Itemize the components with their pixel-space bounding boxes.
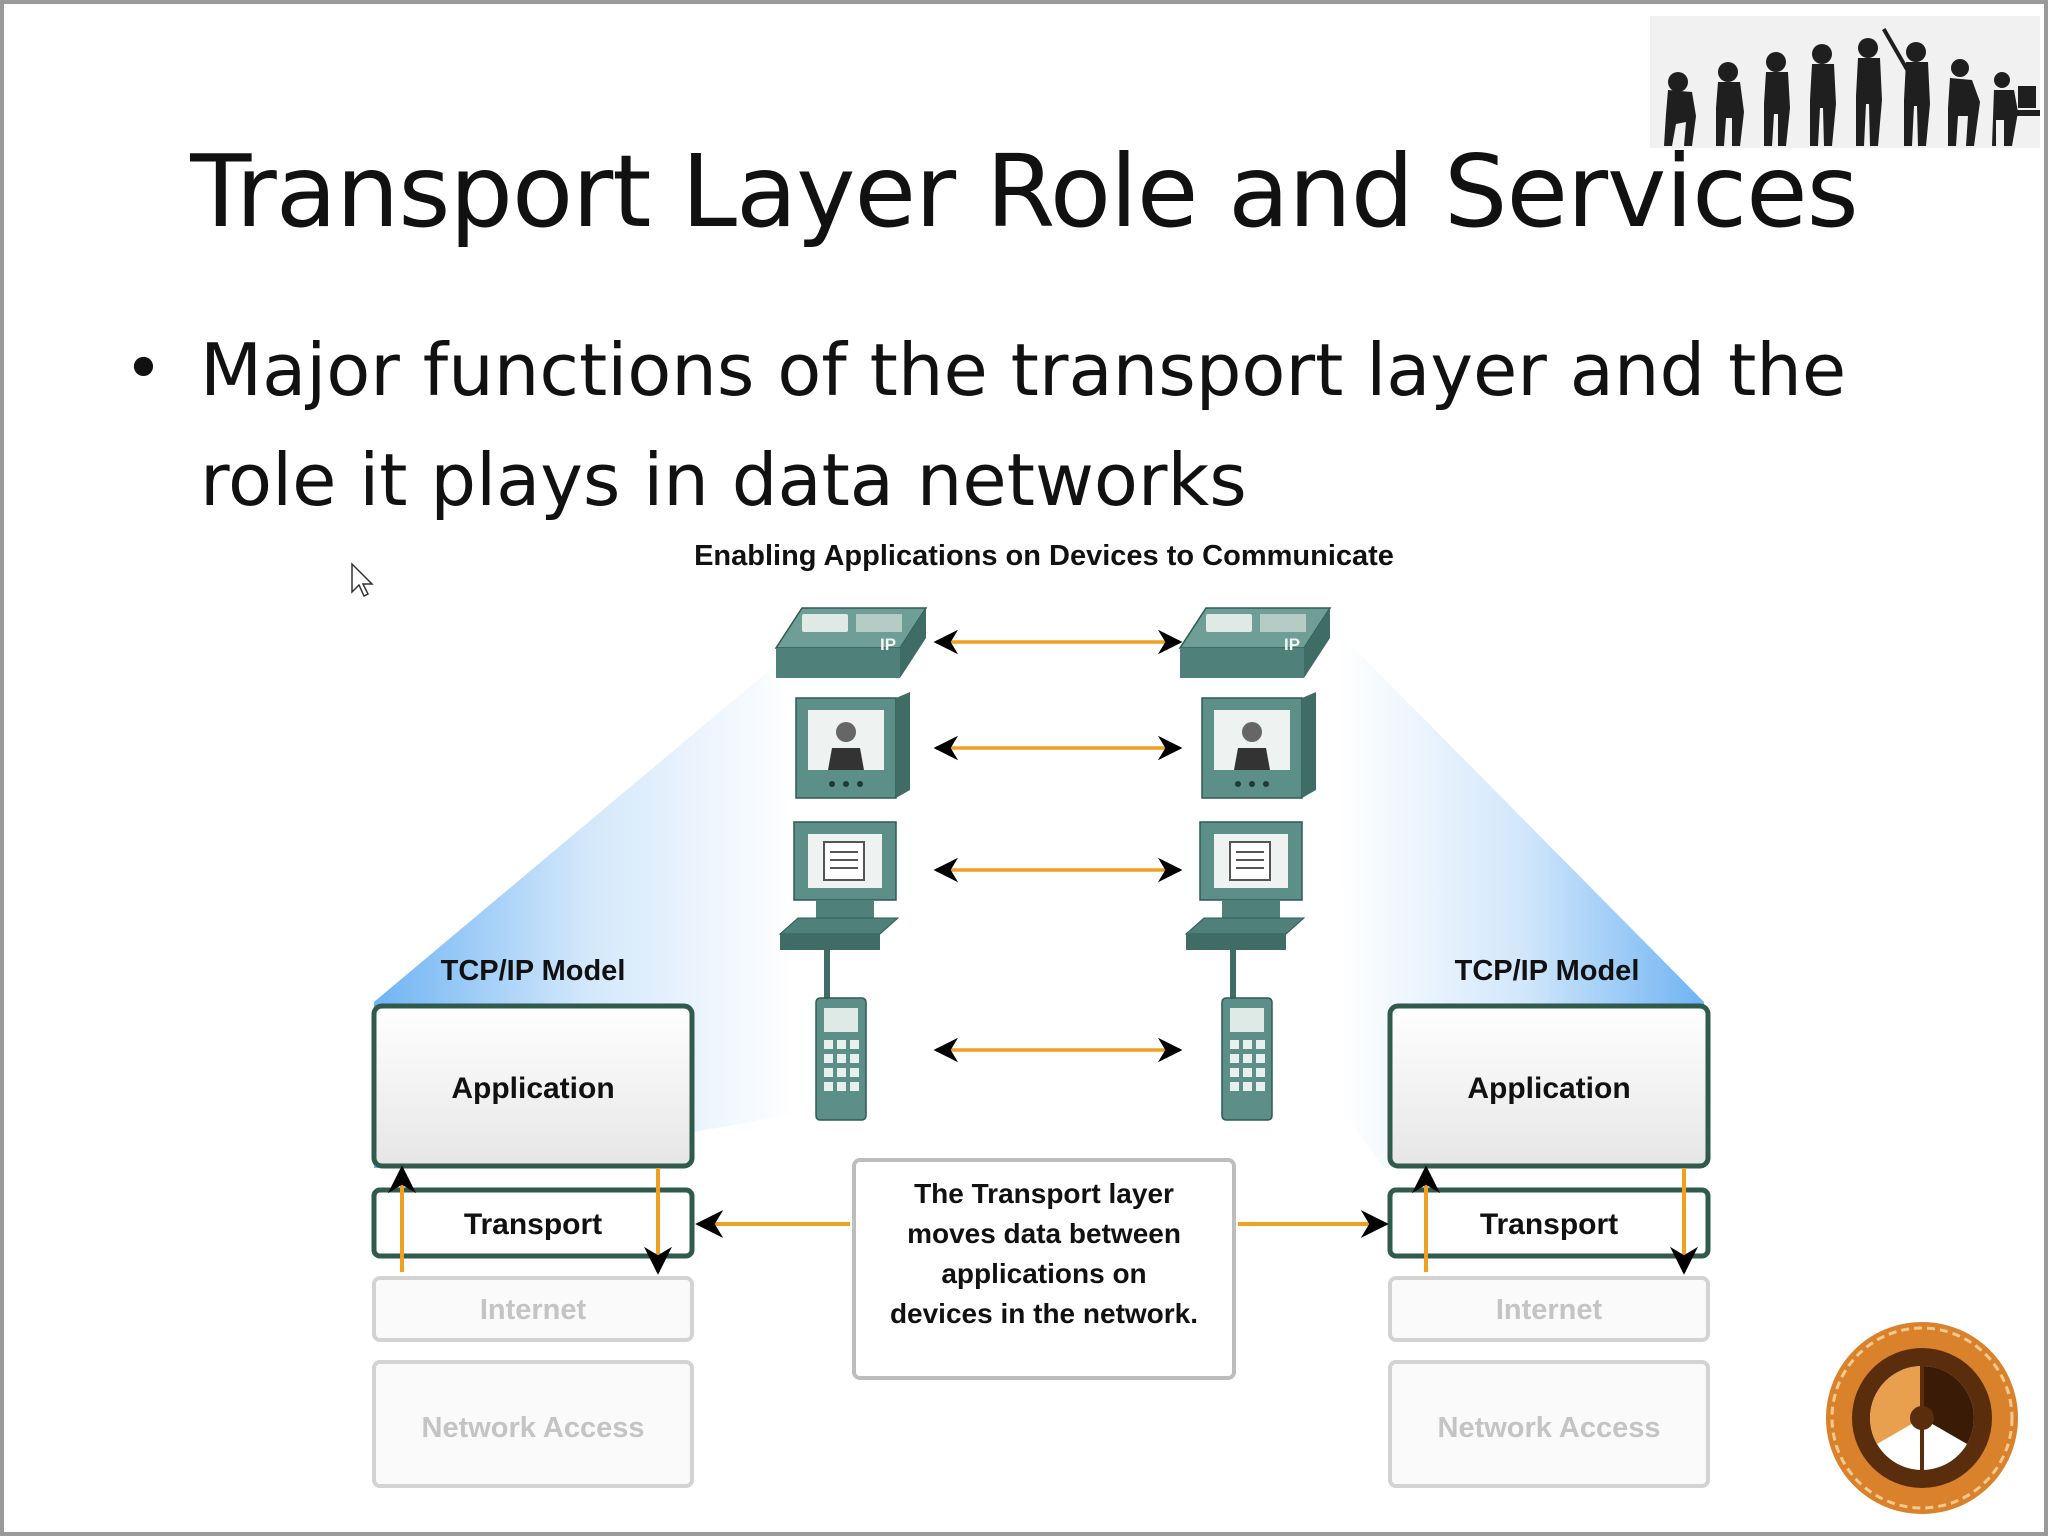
note-line: applications on bbox=[941, 1258, 1146, 1289]
video-terminal-icon-right bbox=[1201, 692, 1316, 799]
mobile-phone-icon-left bbox=[815, 948, 867, 1121]
computer-icon-left bbox=[778, 821, 900, 950]
bullet-icon: • bbox=[124, 330, 163, 407]
slide-title: Transport Layer Role and Services bbox=[190, 133, 1859, 250]
left-application-layer: Application bbox=[371, 1003, 695, 1169]
layer-label: Application bbox=[1467, 1072, 1630, 1105]
ip-label: IP bbox=[1284, 635, 1300, 654]
video-terminal-icon-left bbox=[795, 692, 910, 799]
evolution-logo-icon bbox=[1650, 16, 2040, 148]
bullet-text: Major functions of the transport layer a… bbox=[200, 328, 1847, 522]
right-application-layer: Application bbox=[1387, 1003, 1711, 1169]
note-line: moves data between bbox=[907, 1218, 1181, 1249]
left-transport-layer: Transport bbox=[371, 1187, 695, 1259]
note-line: The Transport layer bbox=[914, 1178, 1174, 1209]
transport-note-box: The Transport layer moves data between a… bbox=[852, 1158, 1236, 1380]
layer-label: Internet bbox=[1496, 1294, 1603, 1326]
left-model-heading: TCP/IP Model bbox=[441, 955, 626, 987]
mobile-phone-icon-right bbox=[1221, 948, 1273, 1121]
computer-icon-right bbox=[1184, 821, 1306, 950]
layer-label: Application bbox=[451, 1072, 614, 1105]
tcp-ip-diagram: Enabling Applications on Devices to Comm… bbox=[351, 540, 1711, 1488]
right-transport-layer: Transport bbox=[1387, 1187, 1711, 1259]
right-network-access-layer: Network Access bbox=[1388, 1360, 1710, 1488]
left-internet-layer: Internet bbox=[372, 1276, 694, 1342]
layer-label: Network Access bbox=[1438, 1412, 1661, 1444]
right-internet-layer: Internet bbox=[1388, 1276, 1710, 1342]
ip-phone-icon-left: IP bbox=[774, 607, 928, 678]
diagram-caption: Enabling Applications on Devices to Comm… bbox=[694, 540, 1394, 572]
layer-label: Internet bbox=[480, 1294, 587, 1326]
mouse-cursor-icon bbox=[351, 562, 374, 598]
left-network-access-layer: Network Access bbox=[372, 1360, 694, 1488]
right-model-heading: TCP/IP Model bbox=[1455, 955, 1640, 987]
note-line: devices in the network. bbox=[890, 1298, 1198, 1329]
layer-label: Network Access bbox=[422, 1412, 645, 1444]
ip-label: IP bbox=[880, 635, 896, 654]
college-seal-logo-icon bbox=[1826, 1322, 2018, 1514]
slide: Transport Layer Role and Services • Majo… bbox=[4, 4, 2044, 1532]
ip-phone-icon-right: IP bbox=[1178, 607, 1332, 678]
layer-label: Transport bbox=[464, 1208, 602, 1241]
layer-label: Transport bbox=[1480, 1208, 1618, 1241]
